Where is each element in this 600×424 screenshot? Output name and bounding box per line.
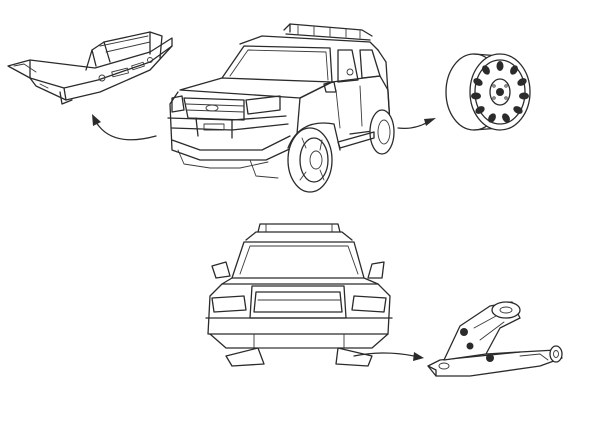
suv-front-view-icon xyxy=(205,223,393,367)
connector-car-to-wheel xyxy=(397,118,436,129)
wheel-rim-icon xyxy=(445,53,531,131)
suv-three-quarter-icon xyxy=(167,23,395,193)
connector-front-to-arm xyxy=(353,352,424,361)
connector-car-to-bumper xyxy=(92,114,157,141)
control-arm-icon xyxy=(427,301,563,377)
front-bumper-icon xyxy=(7,31,173,105)
